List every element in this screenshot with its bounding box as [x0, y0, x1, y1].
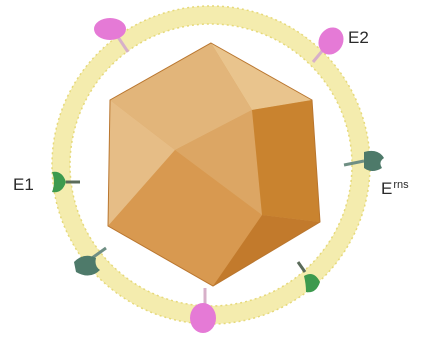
e2-glycoprotein-icon: [190, 288, 216, 333]
capsid: [108, 43, 320, 286]
erns-glycoprotein-icon: [344, 151, 384, 171]
erns-label-superscript: rns: [393, 179, 408, 191]
erns-label: Erns: [381, 180, 409, 197]
erns-label-base: E: [381, 179, 392, 198]
e2-glycoprotein-icon: [313, 23, 348, 62]
e2-label: E2: [348, 29, 369, 46]
e1-label: E1: [13, 176, 34, 193]
